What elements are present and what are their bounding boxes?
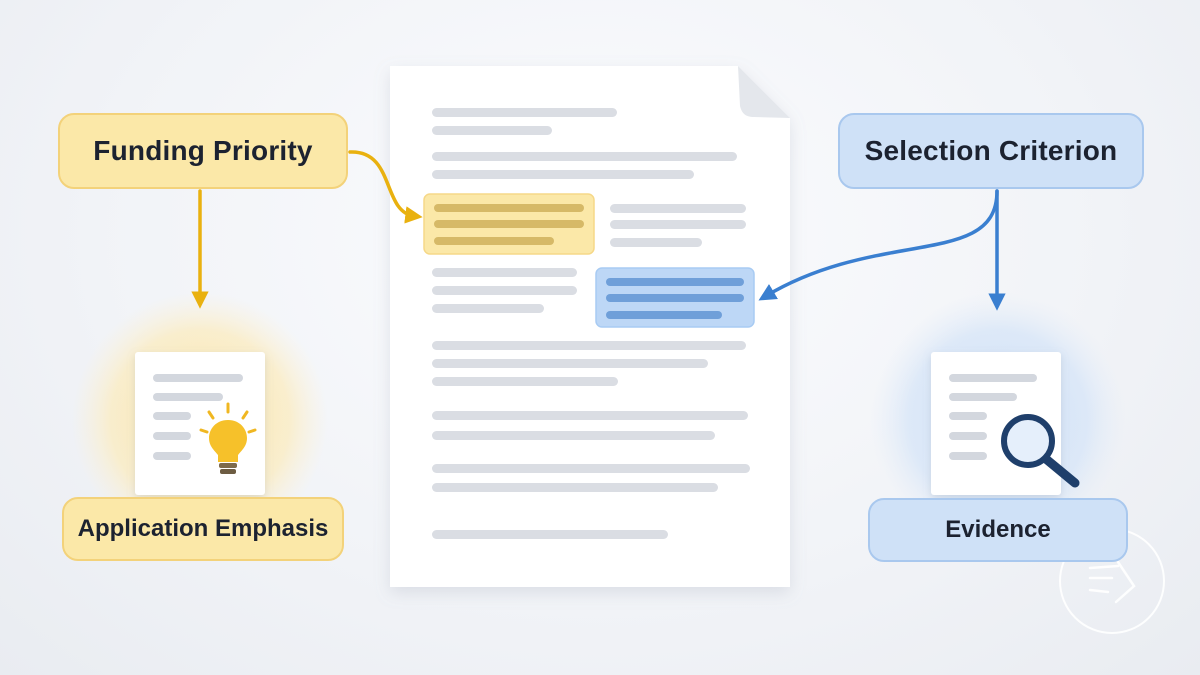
evidence-text: Evidence <box>945 516 1051 543</box>
arrow-funding-to-document <box>348 150 423 224</box>
selection-criterion-label: Selection Criterion <box>838 113 1144 189</box>
highlight-funding-priority <box>423 193 595 255</box>
funding-priority-text: Funding Priority <box>93 135 313 166</box>
selection-criterion-text: Selection Criterion <box>864 135 1118 166</box>
application-emphasis-text: Application Emphasis <box>77 515 329 542</box>
lightbulb-icon <box>199 402 257 474</box>
evidence-label: Evidence <box>868 498 1128 562</box>
funding-priority-label: Funding Priority <box>58 113 348 189</box>
arrow-criterion-to-document <box>758 189 999 301</box>
document-text-lines <box>432 108 750 539</box>
connector-arrows <box>191 150 1006 311</box>
magnifier-icon <box>1001 414 1080 488</box>
grant-document <box>390 66 790 587</box>
application-emphasis-illustration <box>72 292 328 548</box>
evidence-illustration <box>870 292 1126 548</box>
document-icon <box>135 352 265 495</box>
application-emphasis-label: Application Emphasis <box>62 497 344 561</box>
highlight-selection-criterion <box>595 267 755 328</box>
page-curl-icon <box>738 66 790 118</box>
